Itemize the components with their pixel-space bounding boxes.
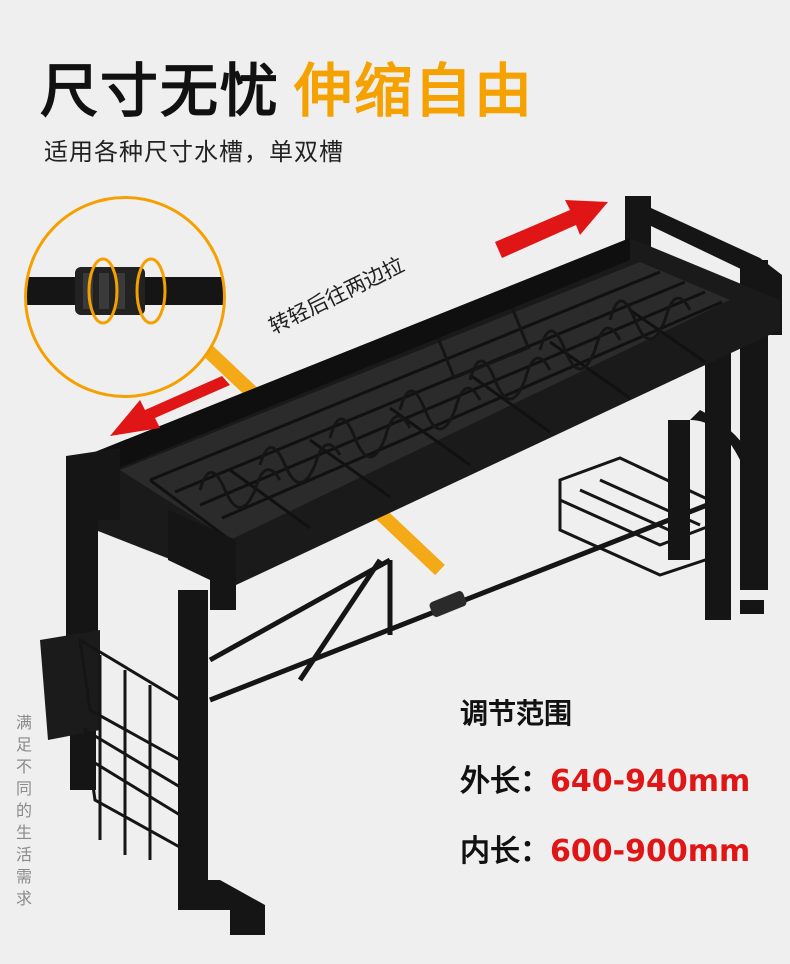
- board-holder: [668, 410, 760, 560]
- spec-inner-length: 内长：600-900mm: [460, 826, 750, 870]
- front-rail: [70, 238, 630, 480]
- red-arrow-left: [110, 376, 230, 436]
- spec-inner-label: 内长：: [460, 834, 550, 869]
- plate-divider-wires: [198, 290, 692, 509]
- red-arrow-right: [495, 200, 608, 258]
- spec-outer-length: 外长：640-940mm: [460, 756, 750, 800]
- headline-accent: 伸缩自由: [294, 57, 535, 125]
- headline: 尺寸无忧伸缩自由: [40, 44, 534, 128]
- dish-rack-illustration: [40, 196, 782, 935]
- spec-heading: 调节范围: [460, 697, 573, 730]
- side-caption: 满足不同的生活需求: [15, 713, 32, 908]
- joint-zoom-detail: [24, 196, 226, 398]
- telescopic-joint: [429, 591, 467, 617]
- utensil-holder: [40, 630, 100, 740]
- spec-inner-value: 600-900mm: [550, 834, 751, 869]
- right-side-basket: [558, 456, 722, 577]
- spec-outer-label: 外长：: [460, 764, 550, 799]
- headline-main: 尺寸无忧: [40, 57, 281, 125]
- left-hanging-basket: [78, 637, 187, 860]
- spec-outer-value: 640-940mm: [550, 764, 751, 799]
- telescopic-joint-closeup-icon: [27, 257, 223, 325]
- subtitle: 适用各种尺寸水槽，单双槽: [44, 138, 344, 166]
